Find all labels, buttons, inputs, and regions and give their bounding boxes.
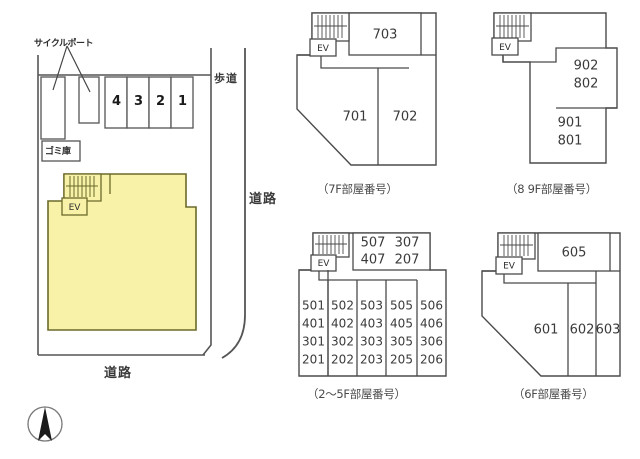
room-202: 202 [331, 353, 354, 367]
parking-stall-4: 4 [112, 94, 122, 109]
site-elevator-label: EV [69, 203, 82, 213]
room-701: 701 [343, 110, 368, 125]
elevator-label-7f: EV [317, 44, 330, 54]
garbage-store-label: ゴミ庫 [45, 147, 71, 157]
floor-plan-6f: EV 605 601 602 603 （6F部屋番号） [468, 228, 640, 428]
room-403: 403 [360, 317, 383, 331]
floor-plan-7f-svg: EV 703 701 702 [296, 12, 437, 166]
north-arrow-icon [27, 406, 63, 442]
room-703: 703 [373, 28, 398, 43]
room-402: 402 [331, 317, 354, 331]
unit-column-3: 503 403 303 203 [360, 299, 383, 367]
east-boundary-inner [202, 48, 212, 356]
room-203: 203 [360, 353, 383, 367]
floor-plan-2to5f: EV 507 307 407 207 501 401 301 201 [285, 228, 460, 428]
elevator-box-2to5f [310, 254, 337, 272]
room-901: 901 [558, 116, 583, 131]
elevator-box-7f [309, 38, 337, 57]
road-east-label: 道路 [249, 192, 278, 207]
garbage-store-box [41, 140, 81, 162]
room-305: 305 [390, 335, 413, 349]
site-boundary [37, 55, 205, 356]
floor-plan-89f: EV 902 802 901 801 （8 9F部屋番号） [478, 5, 638, 200]
room-702: 702 [393, 110, 418, 125]
floor-plan-2to5f-svg: EV 507 307 407 207 501 401 301 201 [298, 232, 447, 377]
caption-89f: （8 9F部屋番号） [506, 182, 597, 196]
unit-dividers-2to5f [327, 270, 418, 376]
room-302: 302 [331, 335, 354, 349]
site-plan-panel: EV サイクルポート ゴミ庫 歩道 道路 道路 4 3 2 1 [0, 0, 285, 459]
elevator-box [61, 197, 88, 216]
unit-column-1: 501 401 301 201 [302, 299, 325, 367]
room-501: 501 [302, 299, 325, 313]
room-603: 603 [596, 323, 621, 338]
sidewalk-label: 歩道 [214, 72, 238, 85]
parking-stall-2: 2 [156, 94, 166, 109]
room-406: 406 [420, 317, 443, 331]
room-206: 206 [420, 353, 443, 367]
parking-stall-3: 3 [134, 94, 144, 109]
elevator-box-89f [491, 37, 519, 56]
room-802: 802 [574, 77, 599, 92]
room-207: 207 [395, 253, 420, 268]
parking-stall-1: 1 [178, 94, 188, 109]
room-506: 506 [420, 299, 443, 313]
cycle-port-label: サイクルポート [34, 39, 94, 49]
room-405: 405 [390, 317, 413, 331]
road-south-label: 道路 [104, 366, 133, 381]
unit-column-2: 502 402 302 202 [331, 299, 354, 367]
room-303: 303 [360, 335, 383, 349]
floor-plan-6f-svg: EV 605 601 602 603 [481, 232, 621, 377]
caption-6f: （6F部屋番号） [513, 387, 594, 401]
room-602: 602 [570, 323, 595, 338]
elevator-label-6f: EV [503, 262, 516, 272]
elevator-label-89f: EV [499, 43, 512, 53]
room-301: 301 [302, 335, 325, 349]
road-outer-line [221, 48, 246, 359]
room-601: 601 [534, 323, 559, 338]
room-902: 902 [574, 59, 599, 74]
unit-column-5: 506 406 306 206 [420, 299, 443, 367]
elevator-label-2to5f: EV [318, 259, 331, 269]
building-footprint: EV [47, 173, 197, 331]
unit-dividers-6f [567, 271, 597, 376]
room-801: 801 [558, 134, 583, 149]
room-201: 201 [302, 353, 325, 367]
floor-plan-7f: EV 703 701 702 （7F部屋番号） [295, 5, 460, 200]
room-307: 307 [395, 236, 420, 251]
cycle-port-boxes [40, 76, 100, 140]
cycle-port-leaders [52, 45, 91, 93]
elevator-box-6f [495, 256, 523, 275]
floor-plan-89f-svg: EV 902 802 901 801 [491, 12, 618, 164]
room-505: 505 [390, 299, 413, 313]
room-503: 503 [360, 299, 383, 313]
room-401: 401 [302, 317, 325, 331]
parking-stalls [104, 76, 194, 129]
room-306: 306 [420, 335, 443, 349]
caption-7f: （7F部屋番号） [317, 182, 398, 196]
room-205: 205 [390, 353, 413, 367]
room-507: 507 [361, 236, 386, 251]
room-502: 502 [331, 299, 354, 313]
caption-2to5f: （2〜5F部屋番号） [307, 387, 406, 401]
unit-column-4: 505 405 305 205 [390, 299, 413, 367]
site-plan-svg: EV [27, 45, 246, 442]
room-407: 407 [361, 253, 386, 268]
room-605: 605 [562, 246, 587, 261]
